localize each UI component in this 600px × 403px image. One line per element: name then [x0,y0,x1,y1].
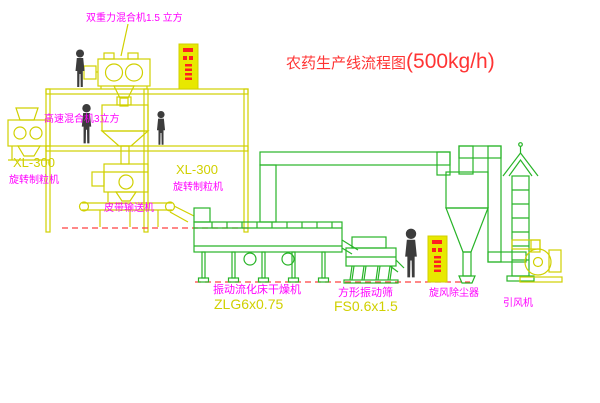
vibrating-screen [343,236,405,284]
label-granulator-mid-model: XL-300 [176,162,218,177]
cyclone-separator [445,145,527,284]
label-screen-model: FS0.6x1.5 [334,298,398,314]
exhaust-stack [502,142,539,282]
induced-draft-fan [511,239,563,283]
label-granulator-left-model: XL-300 [13,155,55,170]
floor-line-dashed [62,227,470,283]
label-high-speed-mixer: 高速混合机3立方 [44,112,120,125]
high-speed-mixer [100,96,150,165]
label-double-gravity-mixer: 双重力混合机1.5 立方 [86,11,183,24]
granulator-mid [91,163,149,202]
control-cabinet-ground [427,235,448,283]
control-cabinet-top [178,43,199,90]
operator-figure [156,110,166,145]
label-cyclone: 旋风除尘器 [429,286,479,299]
exhaust-duct [259,151,451,223]
diagram-title: 农药生产线流程图(500kg/h) [286,50,495,73]
label-granulator-mid-name: 旋转制粒机 [173,180,223,193]
operator-figure [75,49,85,87]
belt-conveyor [78,201,195,227]
fluid-bed-dryer [193,207,359,283]
label-belt-conveyor: 皮带输送机 [104,201,154,214]
label-granulator-left-name: 旋转制粒机 [9,173,59,186]
label-dryer-name: 振动流化床干燥机 [213,282,301,296]
granulator-left [7,107,51,161]
label-screen-name: 方形振动筛 [338,285,393,299]
double-gravity-mixer [83,23,151,107]
label-dryer-model: ZLG6x0.75 [214,296,283,312]
operator-figure [405,228,417,278]
label-fan: 引风机 [503,296,533,309]
